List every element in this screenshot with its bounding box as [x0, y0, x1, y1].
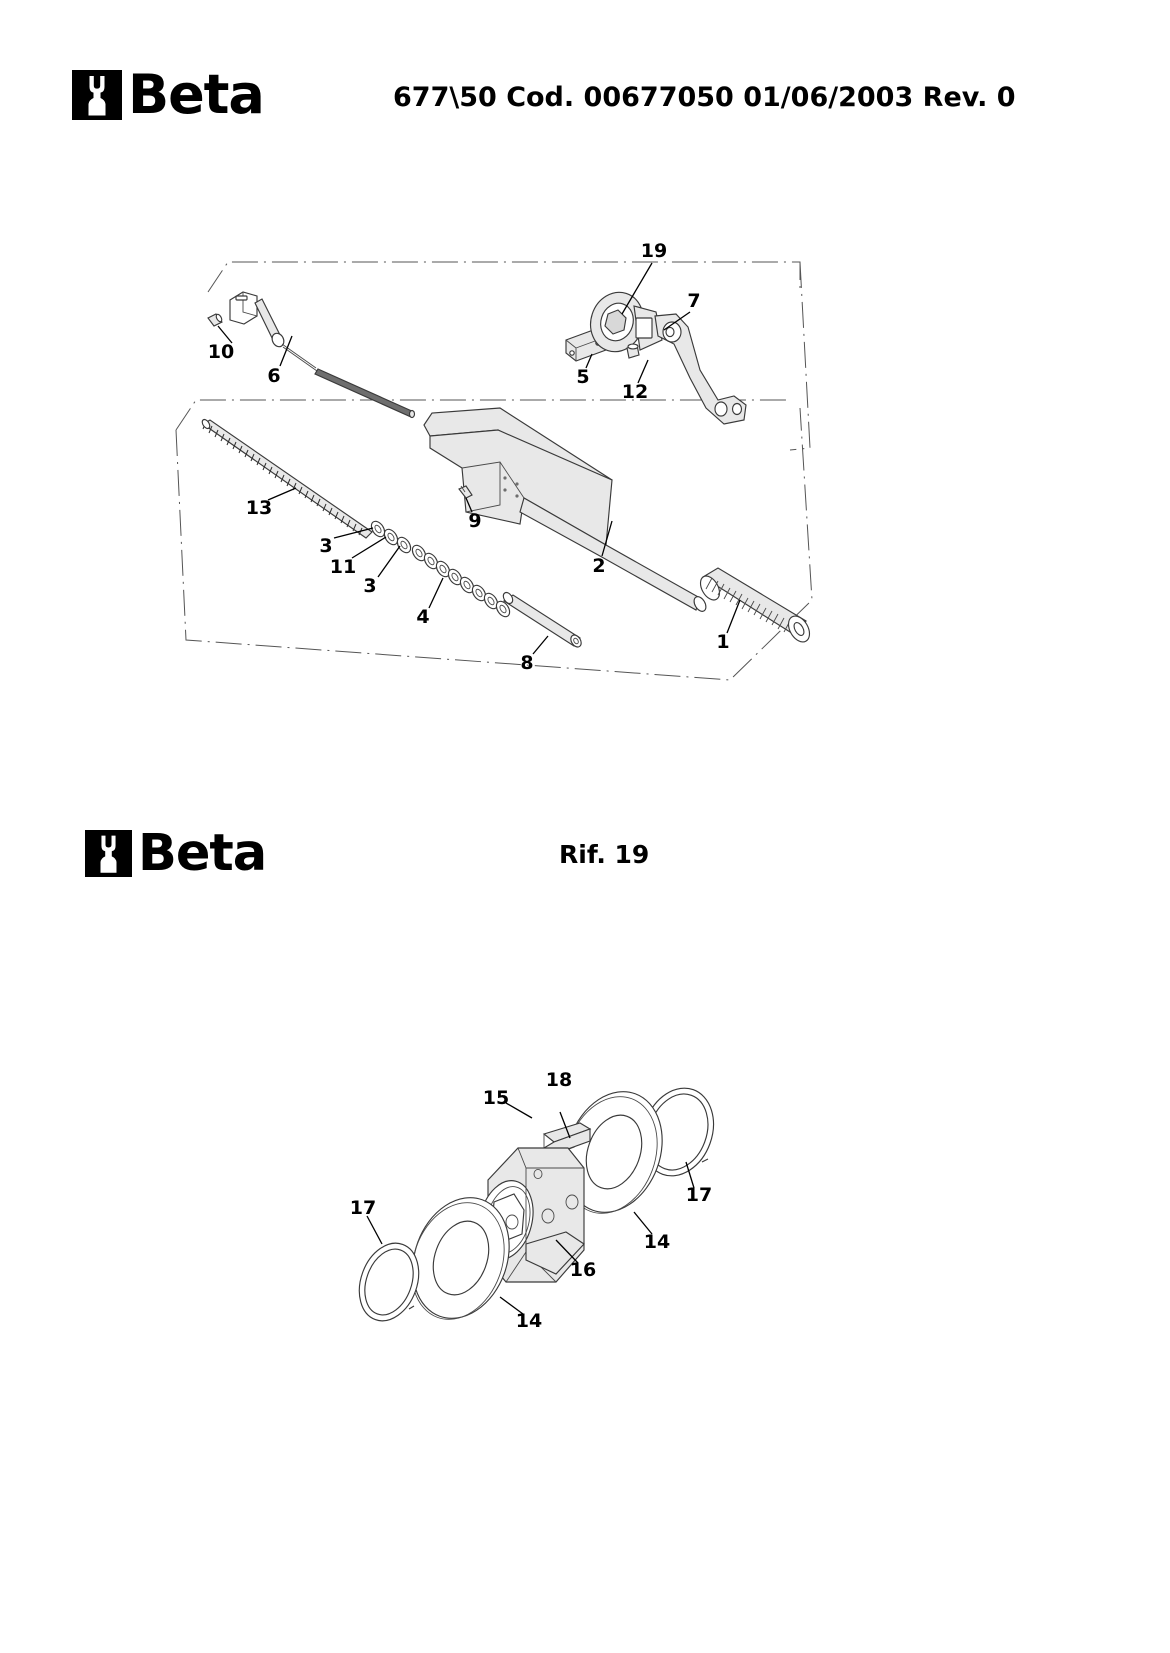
part-13-threaded-rod [201, 418, 373, 539]
callout-labels: 10 6 19 7 5 12 13 3 11 3 4 9 2 8 1 [208, 240, 730, 674]
group-boundary-lower [175, 399, 790, 431]
part-11-ring [383, 528, 399, 546]
part-9-screw [458, 485, 473, 499]
ratchet-head-detail-diagram: 15 18 17 14 16 17 14 [0, 1020, 1170, 1440]
callout-17-right: 17 [686, 1184, 712, 1206]
main-assembly-diagram: 10 6 19 7 5 12 13 3 11 3 4 9 2 8 1 [0, 0, 1170, 760]
callout-14-left: 14 [516, 1310, 542, 1332]
beta-wrench-icon-2 [85, 830, 132, 877]
callout-2: 2 [592, 555, 605, 577]
callout-16: 16 [570, 1259, 596, 1281]
callout-18: 18 [546, 1069, 572, 1091]
callout-3-a: 3 [319, 535, 332, 557]
part-17-snap-ring-left [358, 1242, 420, 1322]
beta-wordmark: Beta [128, 63, 265, 126]
callout-leaders [217, 262, 741, 655]
callout-leaders-detail [366, 1102, 695, 1315]
part-14-disc-right [564, 1091, 663, 1214]
callout-labels-detail: 15 18 17 14 16 17 14 [350, 1069, 712, 1332]
callout-14-right: 14 [644, 1231, 670, 1253]
part-14-disc-left [411, 1197, 510, 1320]
callout-8: 8 [520, 652, 533, 674]
callout-13: 13 [246, 497, 272, 519]
part-3-washer-a [370, 520, 386, 538]
callout-19: 19 [641, 240, 667, 262]
group-boundary-lower-right [175, 407, 813, 681]
part-1-ribbed-grip [699, 567, 811, 643]
part-16-ratchet-body [478, 1147, 585, 1283]
group-boundary-upper-right [789, 261, 811, 451]
part-12-bushing [626, 343, 640, 359]
beta-logo-header: Beta [72, 63, 265, 126]
callout-10: 10 [208, 341, 234, 363]
callout-17-left: 17 [350, 1197, 376, 1219]
part-6-cable-assembly [229, 291, 416, 419]
callout-4: 4 [416, 606, 429, 628]
group-boundary-upper [207, 261, 801, 293]
part-8-cylinder [502, 591, 582, 648]
callout-12: 12 [622, 381, 648, 403]
beta-wordmark-2: Beta [138, 824, 267, 883]
beta-logo-section2: Beta [85, 824, 267, 883]
part-10-pin [207, 313, 223, 327]
document-code-header: 677\50 Cod. 00677050 01/06/2003 Rev. 0 [393, 82, 1016, 113]
callout-5: 5 [576, 366, 589, 388]
part-7-lever-arm [654, 313, 747, 425]
beta-wrench-icon [72, 70, 122, 120]
callout-7: 7 [687, 290, 700, 312]
callout-3-b: 3 [363, 575, 376, 597]
part-3-washer-b [396, 536, 412, 554]
callout-9: 9 [468, 510, 481, 532]
section2-title: Rif. 19 [559, 840, 650, 869]
callout-1: 1 [716, 631, 729, 653]
part-2-main-tube [423, 407, 707, 612]
callout-6: 6 [267, 365, 280, 387]
callout-11: 11 [330, 556, 356, 578]
callout-15: 15 [483, 1087, 509, 1109]
part-4-washer-stack [411, 544, 511, 618]
